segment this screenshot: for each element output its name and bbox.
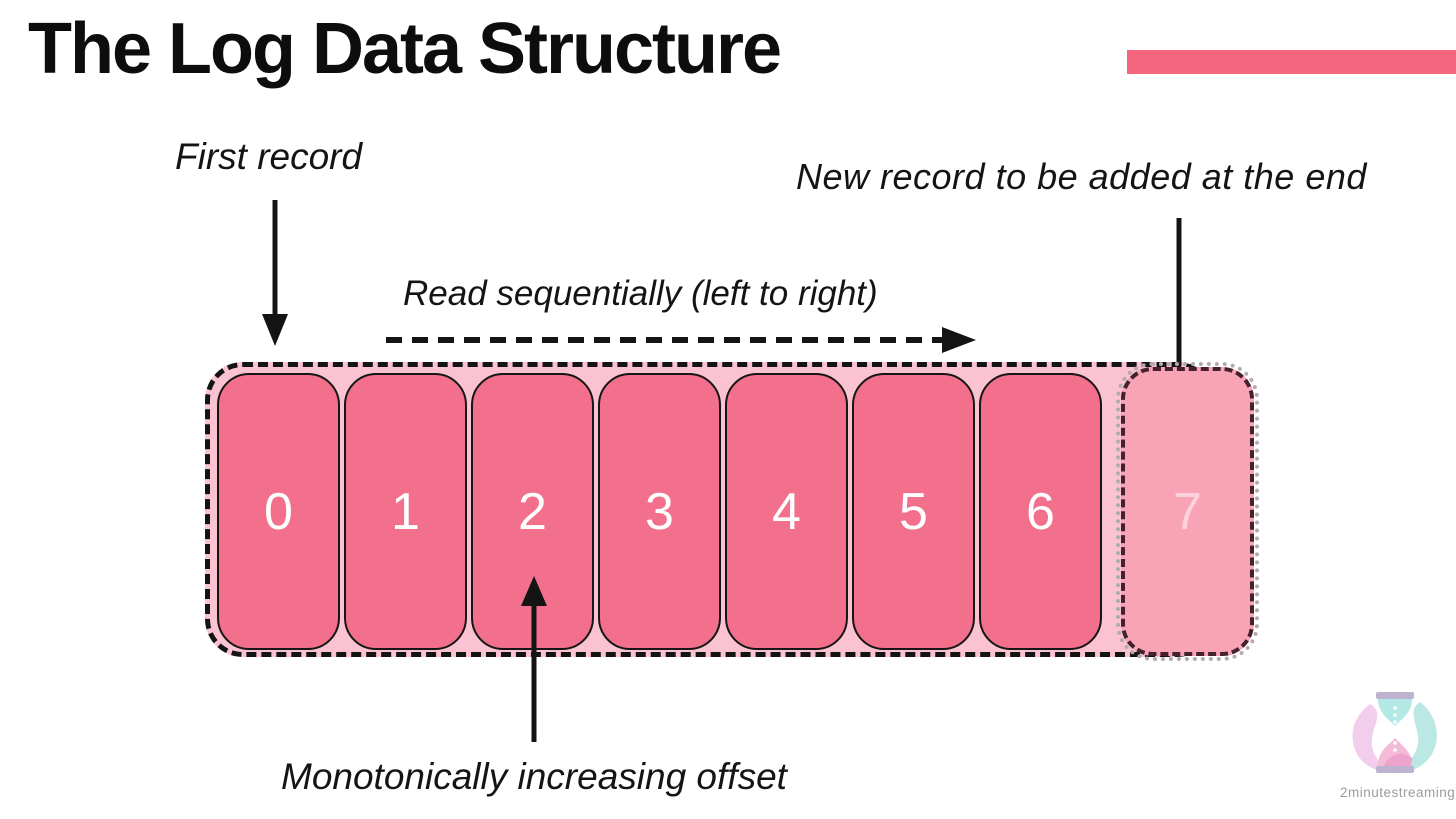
log-cell: 4 [725, 373, 848, 650]
read-direction-arrow-icon [386, 327, 976, 353]
log-cell: 5 [852, 373, 975, 650]
offset-label: Monotonically increasing offset [281, 756, 787, 797]
read-sequentially-label: Read sequentially (left to right) [403, 274, 878, 313]
log-cell: 6 [979, 373, 1102, 650]
accent-bar [1127, 50, 1456, 74]
log-cell: 0 [217, 373, 340, 650]
branding-name: 2minutestreaming [1340, 785, 1456, 800]
log-cell-pending: 7 [1116, 362, 1259, 661]
offset-arrow-icon [521, 576, 547, 742]
log-cell: 3 [598, 373, 721, 650]
first-record-label: First record [175, 136, 363, 177]
page-title: The Log Data Structure [28, 9, 782, 89]
new-record-label: New record to be added at the end [796, 156, 1367, 197]
hourglass-icon [1352, 692, 1437, 774]
branding-logo: 2minutestreaming [1340, 682, 1456, 812]
log-cell: 1 [344, 373, 467, 650]
first-record-arrow-icon [262, 200, 288, 346]
